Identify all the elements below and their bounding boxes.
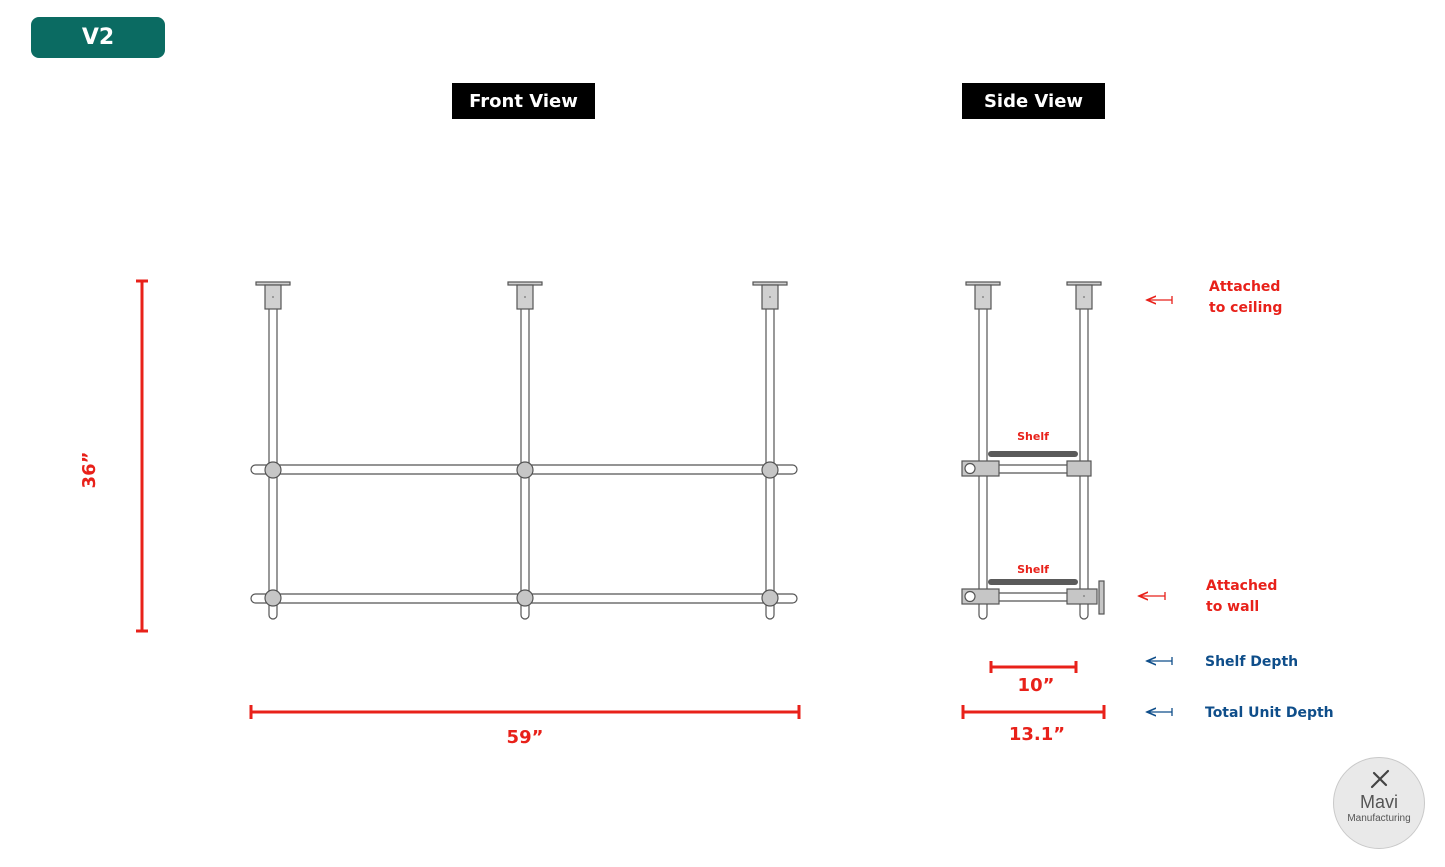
side-upper-tee-back <box>1066 460 1092 477</box>
ceiling-arrow <box>1147 296 1173 304</box>
front-height-label: 36” <box>79 451 100 489</box>
front-ceiling-flange-middle <box>507 281 543 310</box>
front-view-drawing <box>250 281 798 620</box>
shelf-depth-annotation: Shelf Depth <box>1205 654 1299 670</box>
front-fitting <box>761 461 779 479</box>
wall-annotation-line1: Attached <box>1206 578 1278 594</box>
front-fitting <box>264 461 282 479</box>
side-lower-tee-back <box>1066 588 1098 605</box>
total-unit-depth-annotation: Total Unit Depth <box>1205 705 1334 721</box>
side-ceiling-flange-back <box>1066 281 1102 310</box>
shelf-depth-dimension-line <box>989 661 1078 673</box>
ceiling-annotation: Attached to ceiling <box>1209 277 1282 319</box>
side-view-drawing <box>961 281 1105 620</box>
side-upper-connector-bar <box>994 464 1072 474</box>
logo-name: Mavi <box>1359 792 1398 812</box>
side-lower-connector-bar <box>994 592 1072 602</box>
version-badge: V2 <box>31 17 165 58</box>
shelf-label-lower: Shelf <box>1017 563 1049 576</box>
side-view-title: Side View <box>962 83 1105 119</box>
front-width-dimension-line <box>249 705 801 719</box>
wall-arrow <box>1139 592 1166 600</box>
shelf-depth-arrow <box>1147 657 1173 665</box>
ceiling-annotation-line2: to ceiling <box>1209 300 1283 316</box>
ceiling-annotation-line1: Attached <box>1209 279 1281 295</box>
side-wall-flange <box>1098 580 1105 615</box>
total-depth-dimension-line <box>961 705 1106 719</box>
mavi-manufacturing-logo: Mavi Manufacturing <box>1333 757 1425 849</box>
side-lower-tee-hole <box>964 590 976 603</box>
side-lower-shelf-board <box>988 579 1078 585</box>
total-depth-value: 13.1” <box>1008 724 1066 745</box>
logo-subtitle: Manufacturing <box>1347 813 1411 824</box>
front-ceiling-flange-left <box>255 281 291 310</box>
wall-annotation-line2: to wall <box>1206 599 1260 615</box>
total-depth-arrow <box>1147 708 1173 716</box>
side-upper-shelf-board <box>988 451 1078 457</box>
front-fitting <box>516 589 534 607</box>
shelf-label-upper: Shelf <box>1017 430 1049 443</box>
wall-annotation: Attached to wall <box>1206 576 1277 618</box>
front-fitting <box>516 461 534 479</box>
front-fitting <box>761 589 779 607</box>
shelf-depth-value: 10” <box>1017 675 1055 696</box>
front-ceiling-flange-right <box>752 281 788 310</box>
side-ceiling-flange-front <box>965 281 1001 310</box>
front-fitting <box>264 589 282 607</box>
caliper-icon <box>1370 769 1390 789</box>
front-view-title: Front View <box>452 83 595 119</box>
side-upper-tee-hole <box>964 462 976 475</box>
front-height-dimension-line <box>136 279 148 633</box>
front-width-label: 59” <box>506 727 544 748</box>
